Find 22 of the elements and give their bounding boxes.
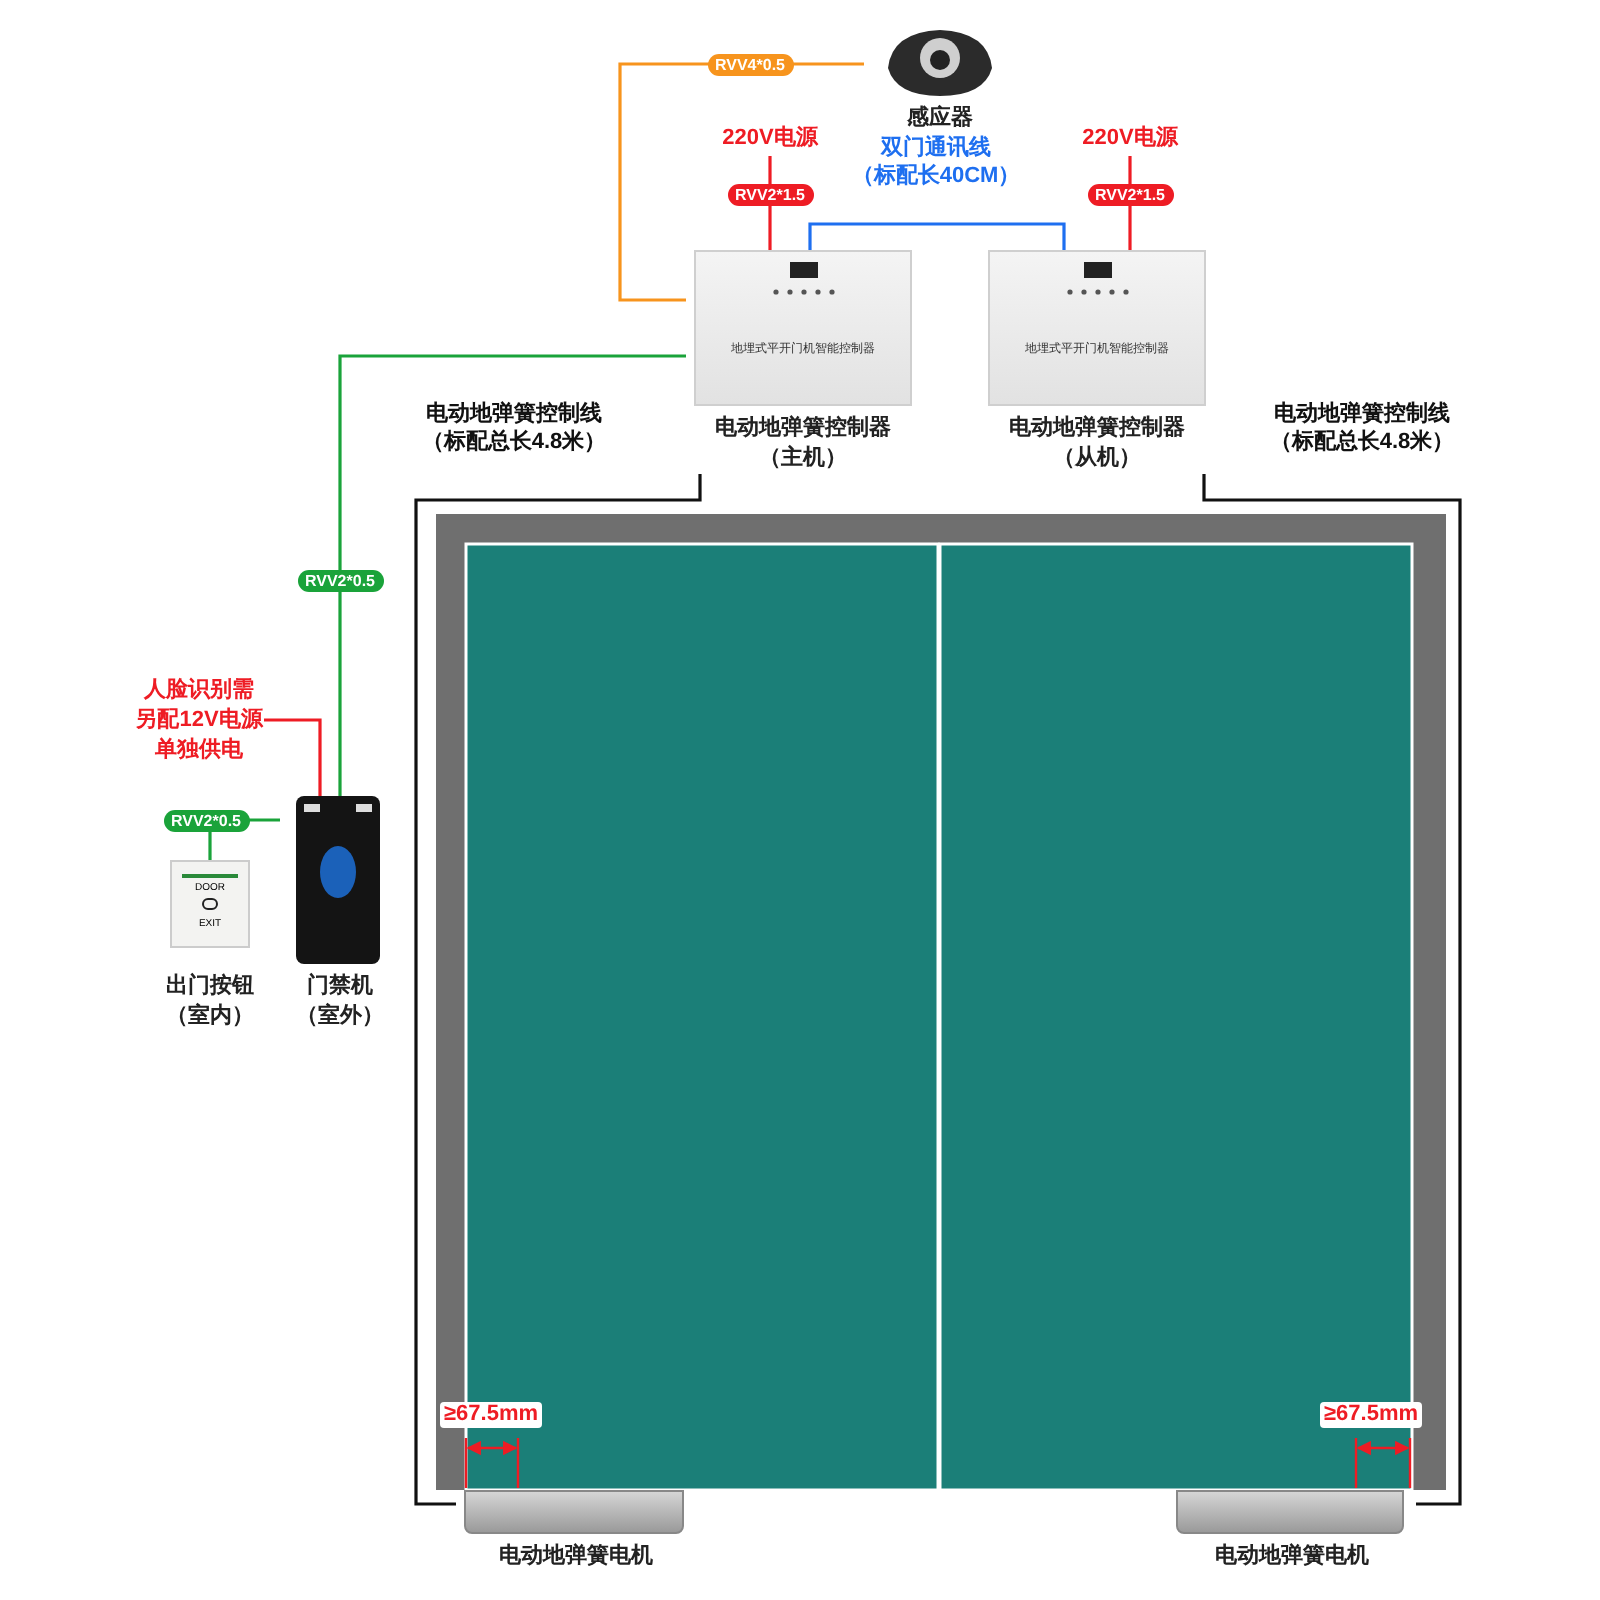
cable-line <box>1202 474 1462 1506</box>
note-text: 人脸识别需另配12V电源单独供电 <box>134 676 264 766</box>
cable-line <box>414 474 702 1506</box>
cable-label: RVV2*0.5 <box>297 569 383 591</box>
note-text: 220V电源 <box>720 124 820 154</box>
dimension-label: ≥67.5mm <box>1320 1402 1423 1428</box>
device-caption: 电动地弹簧电机 <box>1213 1542 1371 1572</box>
note-text: 220V电源 <box>1080 124 1180 154</box>
device-caption: 电动地弹簧控制器（从机） <box>1007 414 1187 474</box>
device-caption: 门禁机（室外） <box>294 972 386 1032</box>
cable-label: RVV2*1.5 <box>727 183 813 205</box>
dimension-label: ≥67.5mm <box>440 1402 543 1428</box>
device-caption: 感应器 <box>905 104 975 134</box>
device-caption: 电动地弹簧控制器（主机） <box>713 414 893 474</box>
cable-label: RVV2*1.5 <box>1087 183 1173 205</box>
device-caption: 电动地弹簧电机 <box>497 1542 655 1572</box>
cable-label: RVV2*0.5 <box>163 809 249 831</box>
device-caption: 出门按钮（室内） <box>164 972 256 1032</box>
cable-line <box>808 222 1066 250</box>
cable-line <box>264 718 322 796</box>
cable-label: RVV4*0.5 <box>707 53 793 75</box>
cable-line <box>338 354 686 796</box>
